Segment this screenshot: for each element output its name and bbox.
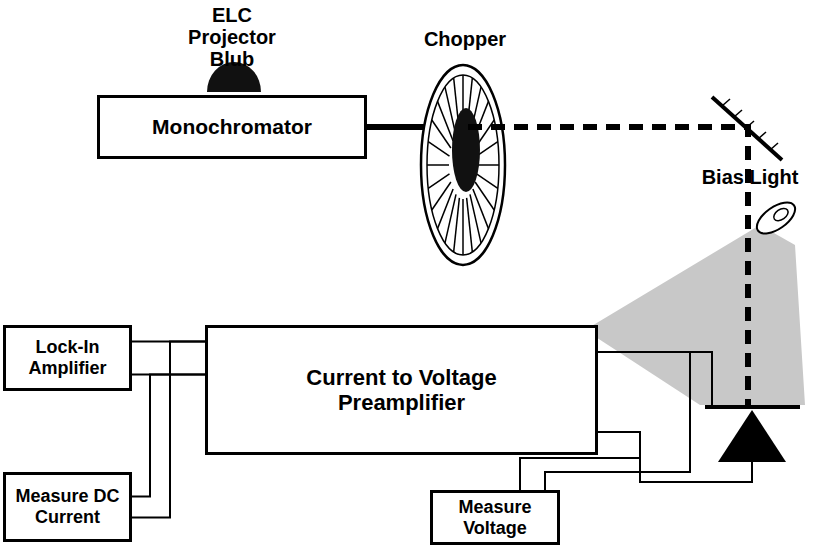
chopper-spoke [473, 189, 489, 229]
chopper-label: Chopper [418, 28, 512, 50]
box-label: Measure DC Current [14, 486, 121, 527]
box-label: Current to Voltage Preamplifier [298, 365, 505, 416]
chopper-spoke [470, 194, 481, 242]
photodiode-bar [705, 405, 800, 409]
chopper-spoke [428, 142, 449, 156]
chopper-wheel [421, 65, 505, 265]
chopper-spoke [475, 182, 494, 210]
instrument-box: Measure Voltage [430, 490, 560, 545]
chopper-spoke [467, 198, 473, 252]
bias-light-beam [585, 225, 805, 405]
chopper-hub [452, 108, 480, 192]
chopper-spoke [477, 174, 498, 188]
chopper-spoke [427, 164, 449, 166]
chopper-spoke [432, 182, 451, 210]
chopper-spoke [477, 164, 499, 166]
mirror-hatch [722, 99, 778, 150]
chopper-spoke [454, 198, 460, 252]
signal-wire [132, 342, 205, 375]
chopper-spoke [438, 101, 454, 141]
box-label: Lock-In Amplifier [14, 337, 121, 378]
instrument-box: Current to Voltage Preamplifier [205, 325, 598, 455]
photodiode [718, 410, 786, 462]
box-label: Measure Voltage [441, 497, 549, 538]
instrument-box: Lock-In Amplifier [3, 325, 132, 391]
mirror [712, 97, 782, 160]
bias-lamp [752, 196, 801, 239]
lamp-label: ELC Projector Blub [182, 4, 282, 70]
chopper-spoke [445, 194, 456, 242]
signal-wire [132, 342, 205, 518]
chopper-spoke [462, 199, 464, 255]
bias-light-label: Bias Light [690, 166, 810, 188]
chopper-spoke [428, 174, 449, 188]
instrument-box: Measure DC Current [3, 472, 132, 542]
instrument-box: Monochromator [97, 95, 367, 159]
chopper-spoke [432, 120, 451, 148]
box-label: Monochromator [152, 115, 312, 139]
chopper-spoke [438, 189, 454, 229]
